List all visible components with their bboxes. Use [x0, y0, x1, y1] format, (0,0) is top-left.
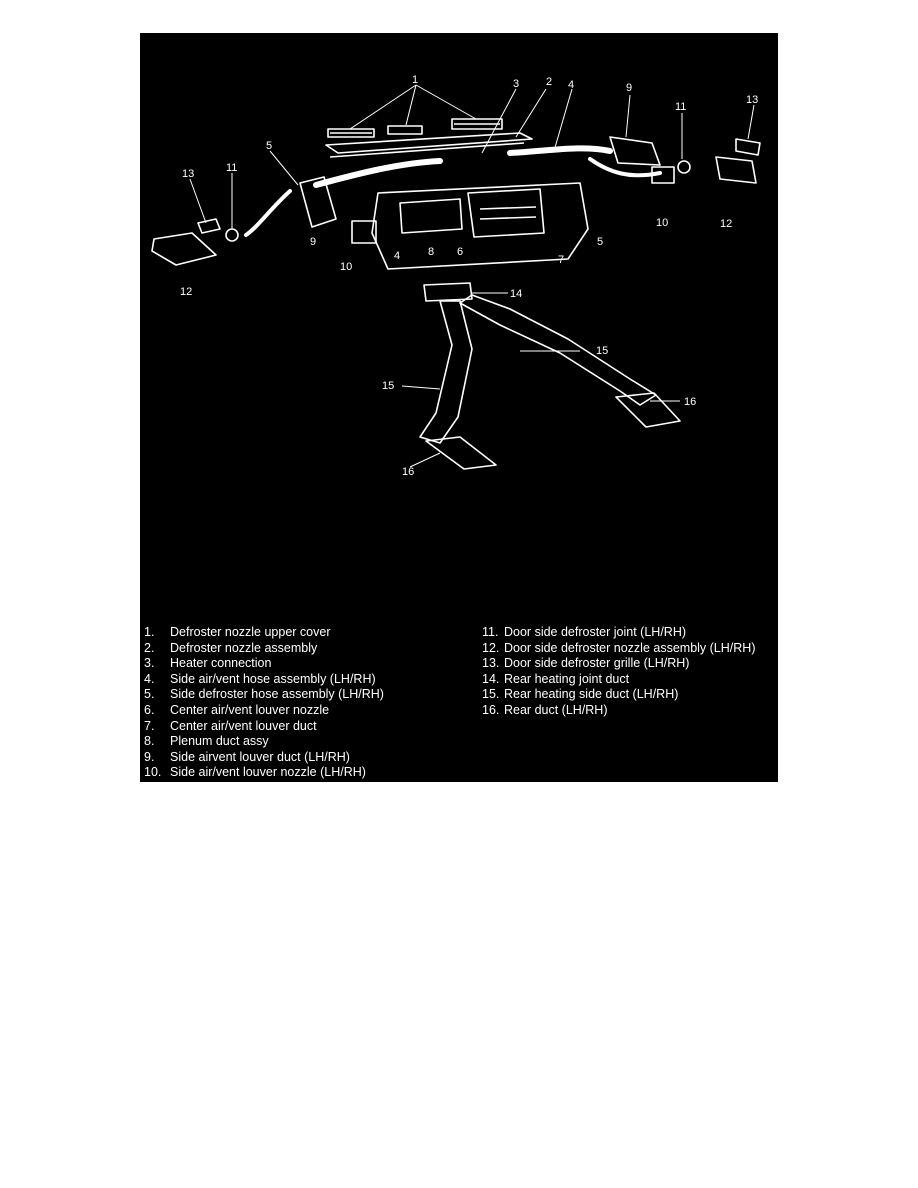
- legend-num: 15.: [482, 687, 500, 702]
- callout-5-right: 5: [597, 236, 603, 248]
- legend-num: 16.: [482, 702, 500, 717]
- legend-item: 4. Side air/vent hose assembly (LH/RH): [144, 672, 384, 688]
- legend-item: 5. Side defroster hose assembly (LH/RH): [144, 687, 384, 703]
- legend-label: Heater connection: [170, 656, 272, 671]
- callout-6: 6: [457, 246, 463, 258]
- duct-illustration: 1 2 3 4 4 5 5 6 7 8 9 9 10 10 11 11 12 1…: [151, 74, 761, 478]
- legend-num: 11.: [482, 625, 499, 639]
- legend-label: Door side defroster nozzle assembly (LH/…: [504, 640, 756, 655]
- callout-8: 8: [428, 246, 434, 258]
- legend-label: Defroster nozzle assembly: [170, 640, 318, 655]
- defroster-upper-cover: [327, 118, 503, 138]
- legend-num: 12.: [482, 640, 500, 655]
- legend-item: 12. Door side defroster nozzle assembly (…: [482, 641, 755, 657]
- legend-label: Plenum duct assy: [170, 734, 269, 749]
- legend-item: 11. Door side defroster joint (LH/RH): [482, 625, 755, 641]
- heater-plenum-body: [371, 182, 589, 270]
- rear-heating-side-ducts: [419, 294, 657, 444]
- legend-num: 14.: [482, 671, 500, 686]
- side-vent-hoses: [313, 145, 613, 188]
- legend-label: Center air/vent louver nozzle: [170, 702, 330, 717]
- callout-14: 14: [510, 288, 522, 300]
- callout-5: 5: [266, 140, 272, 152]
- legend-item: 14. Rear heating joint duct: [482, 672, 755, 688]
- callout-12: 12: [180, 286, 192, 298]
- rear-ducts: [425, 392, 681, 470]
- callout-10: 10: [340, 261, 352, 273]
- callout-3: 3: [513, 78, 519, 90]
- callout-15: 15: [596, 345, 608, 357]
- legend-num: 2.: [144, 640, 155, 655]
- legend-label: Side air/vent louver nozzle (LH/RH): [170, 765, 366, 780]
- legend-num: 5.: [144, 687, 155, 702]
- legend-num: 7.: [144, 718, 155, 733]
- callout-12-right: 12: [720, 218, 732, 230]
- legend-label: Door side defroster joint (LH/RH): [504, 625, 687, 639]
- legend-item: 13. Door side defroster grille (LH/RH): [482, 656, 755, 672]
- callout-7: 7: [558, 254, 564, 266]
- rear-heating-joint-duct: [423, 282, 473, 302]
- legend-label: Rear heating side duct (LH/RH): [504, 687, 679, 702]
- callout-11-right: 11: [675, 101, 686, 113]
- legend-label: Door side defroster grille (LH/RH): [504, 656, 690, 671]
- callout-16-left: 16: [402, 466, 414, 478]
- legend-label: Side airvent louver duct (LH/RH): [170, 749, 350, 764]
- legend-item: 15. Rear heating side duct (LH/RH): [482, 687, 755, 703]
- callout-2: 2: [546, 76, 552, 88]
- legend-item: 3. Heater connection: [144, 656, 384, 672]
- callout-4: 4: [568, 79, 574, 91]
- callout-9: 9: [626, 82, 632, 94]
- right-door-defroster: [677, 138, 761, 184]
- legend-item: 16. Rear duct (LH/RH): [482, 703, 755, 719]
- legend-label: Side defroster hose assembly (LH/RH): [170, 687, 384, 702]
- legend-item: 1. Defroster nozzle upper cover: [144, 625, 384, 641]
- legend-num: 4.: [144, 671, 155, 686]
- callout-11: 11: [226, 162, 237, 174]
- legend-num: 10.: [144, 765, 162, 780]
- callout-16: 16: [684, 396, 696, 408]
- legend-num: 6.: [144, 702, 155, 717]
- legend-label: Rear duct (LH/RH): [504, 702, 608, 717]
- side-defroster-hoses: [244, 157, 662, 237]
- diagram-panel: 1 2 3 4 4 5 5 6 7 8 9 9 10 10 11 11 12 1…: [140, 33, 778, 782]
- legend-label: Center air/vent louver duct: [170, 718, 317, 733]
- legend-item: 9. Side airvent louver duct (LH/RH): [144, 750, 384, 766]
- right-louver-duct: [609, 136, 675, 184]
- legend-item: 10. Side air/vent louver nozzle (LH/RH): [144, 765, 384, 781]
- legend-item: 6. Center air/vent louver nozzle: [144, 703, 384, 719]
- callout-9-left: 9: [310, 236, 316, 248]
- callout-1: 1: [412, 74, 418, 86]
- leader-lines: [189, 84, 755, 468]
- legend-label: Rear heating joint duct: [504, 671, 630, 686]
- left-door-defroster: [151, 218, 239, 266]
- legend-num: 3.: [144, 656, 155, 671]
- legend-label: Side air/vent hose assembly (LH/RH): [170, 671, 376, 686]
- legend-item: 2. Defroster nozzle assembly: [144, 641, 384, 657]
- legend-num: 8.: [144, 734, 155, 749]
- callout-15-left: 15: [382, 380, 394, 392]
- callout-13: 13: [182, 168, 194, 180]
- legend-left-column: 1. Defroster nozzle upper cover 2. Defrost…: [144, 625, 384, 781]
- callout-10-right: 10: [656, 217, 668, 229]
- legend-item: 8. Plenum duct assy: [144, 734, 384, 750]
- legend-num: 13.: [482, 656, 500, 671]
- legend-label: Defroster nozzle upper cover: [170, 625, 331, 639]
- left-louver-duct: [299, 176, 377, 244]
- defroster-nozzle-assembly: [325, 132, 533, 158]
- legend-num: 1.: [144, 625, 155, 639]
- legend-right-column: 11. Door side defroster joint (LH/RH) 12.…: [482, 625, 755, 719]
- callout-4-left: 4: [394, 250, 400, 262]
- legend-item: 7. Center air/vent louver duct: [144, 719, 384, 735]
- legend-num: 9.: [144, 749, 155, 764]
- callout-13-right: 13: [746, 94, 758, 106]
